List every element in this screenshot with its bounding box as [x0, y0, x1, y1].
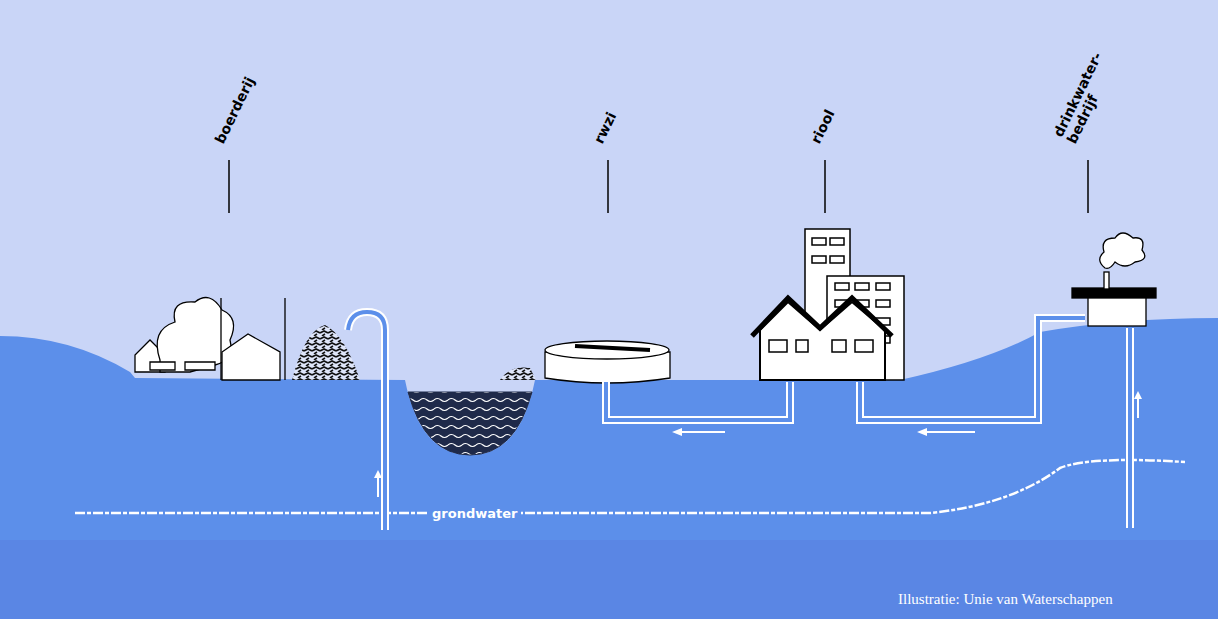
leader-lines [229, 160, 1088, 213]
farm [135, 298, 285, 381]
place-label: rwzi [592, 110, 620, 146]
manure-runoff [500, 368, 536, 381]
groundwater-level [75, 460, 1185, 513]
deep-ground [0, 540, 1218, 619]
drinking-water-plant [1072, 233, 1156, 528]
flow-arrows [672, 428, 927, 436]
treatment-plant [545, 341, 670, 383]
place-label: drinkwater- bedrijf [1051, 52, 1117, 146]
ditch-water [408, 392, 532, 455]
place-label: riool [809, 107, 838, 146]
pump-well [348, 312, 385, 530]
credit-caption: Illustratie: Unie van Waterschappen [898, 592, 1113, 607]
manure-pile [292, 325, 360, 380]
city [752, 229, 904, 380]
place-label: boerderij [213, 75, 258, 146]
groundwater-label: grondwater [428, 506, 521, 521]
